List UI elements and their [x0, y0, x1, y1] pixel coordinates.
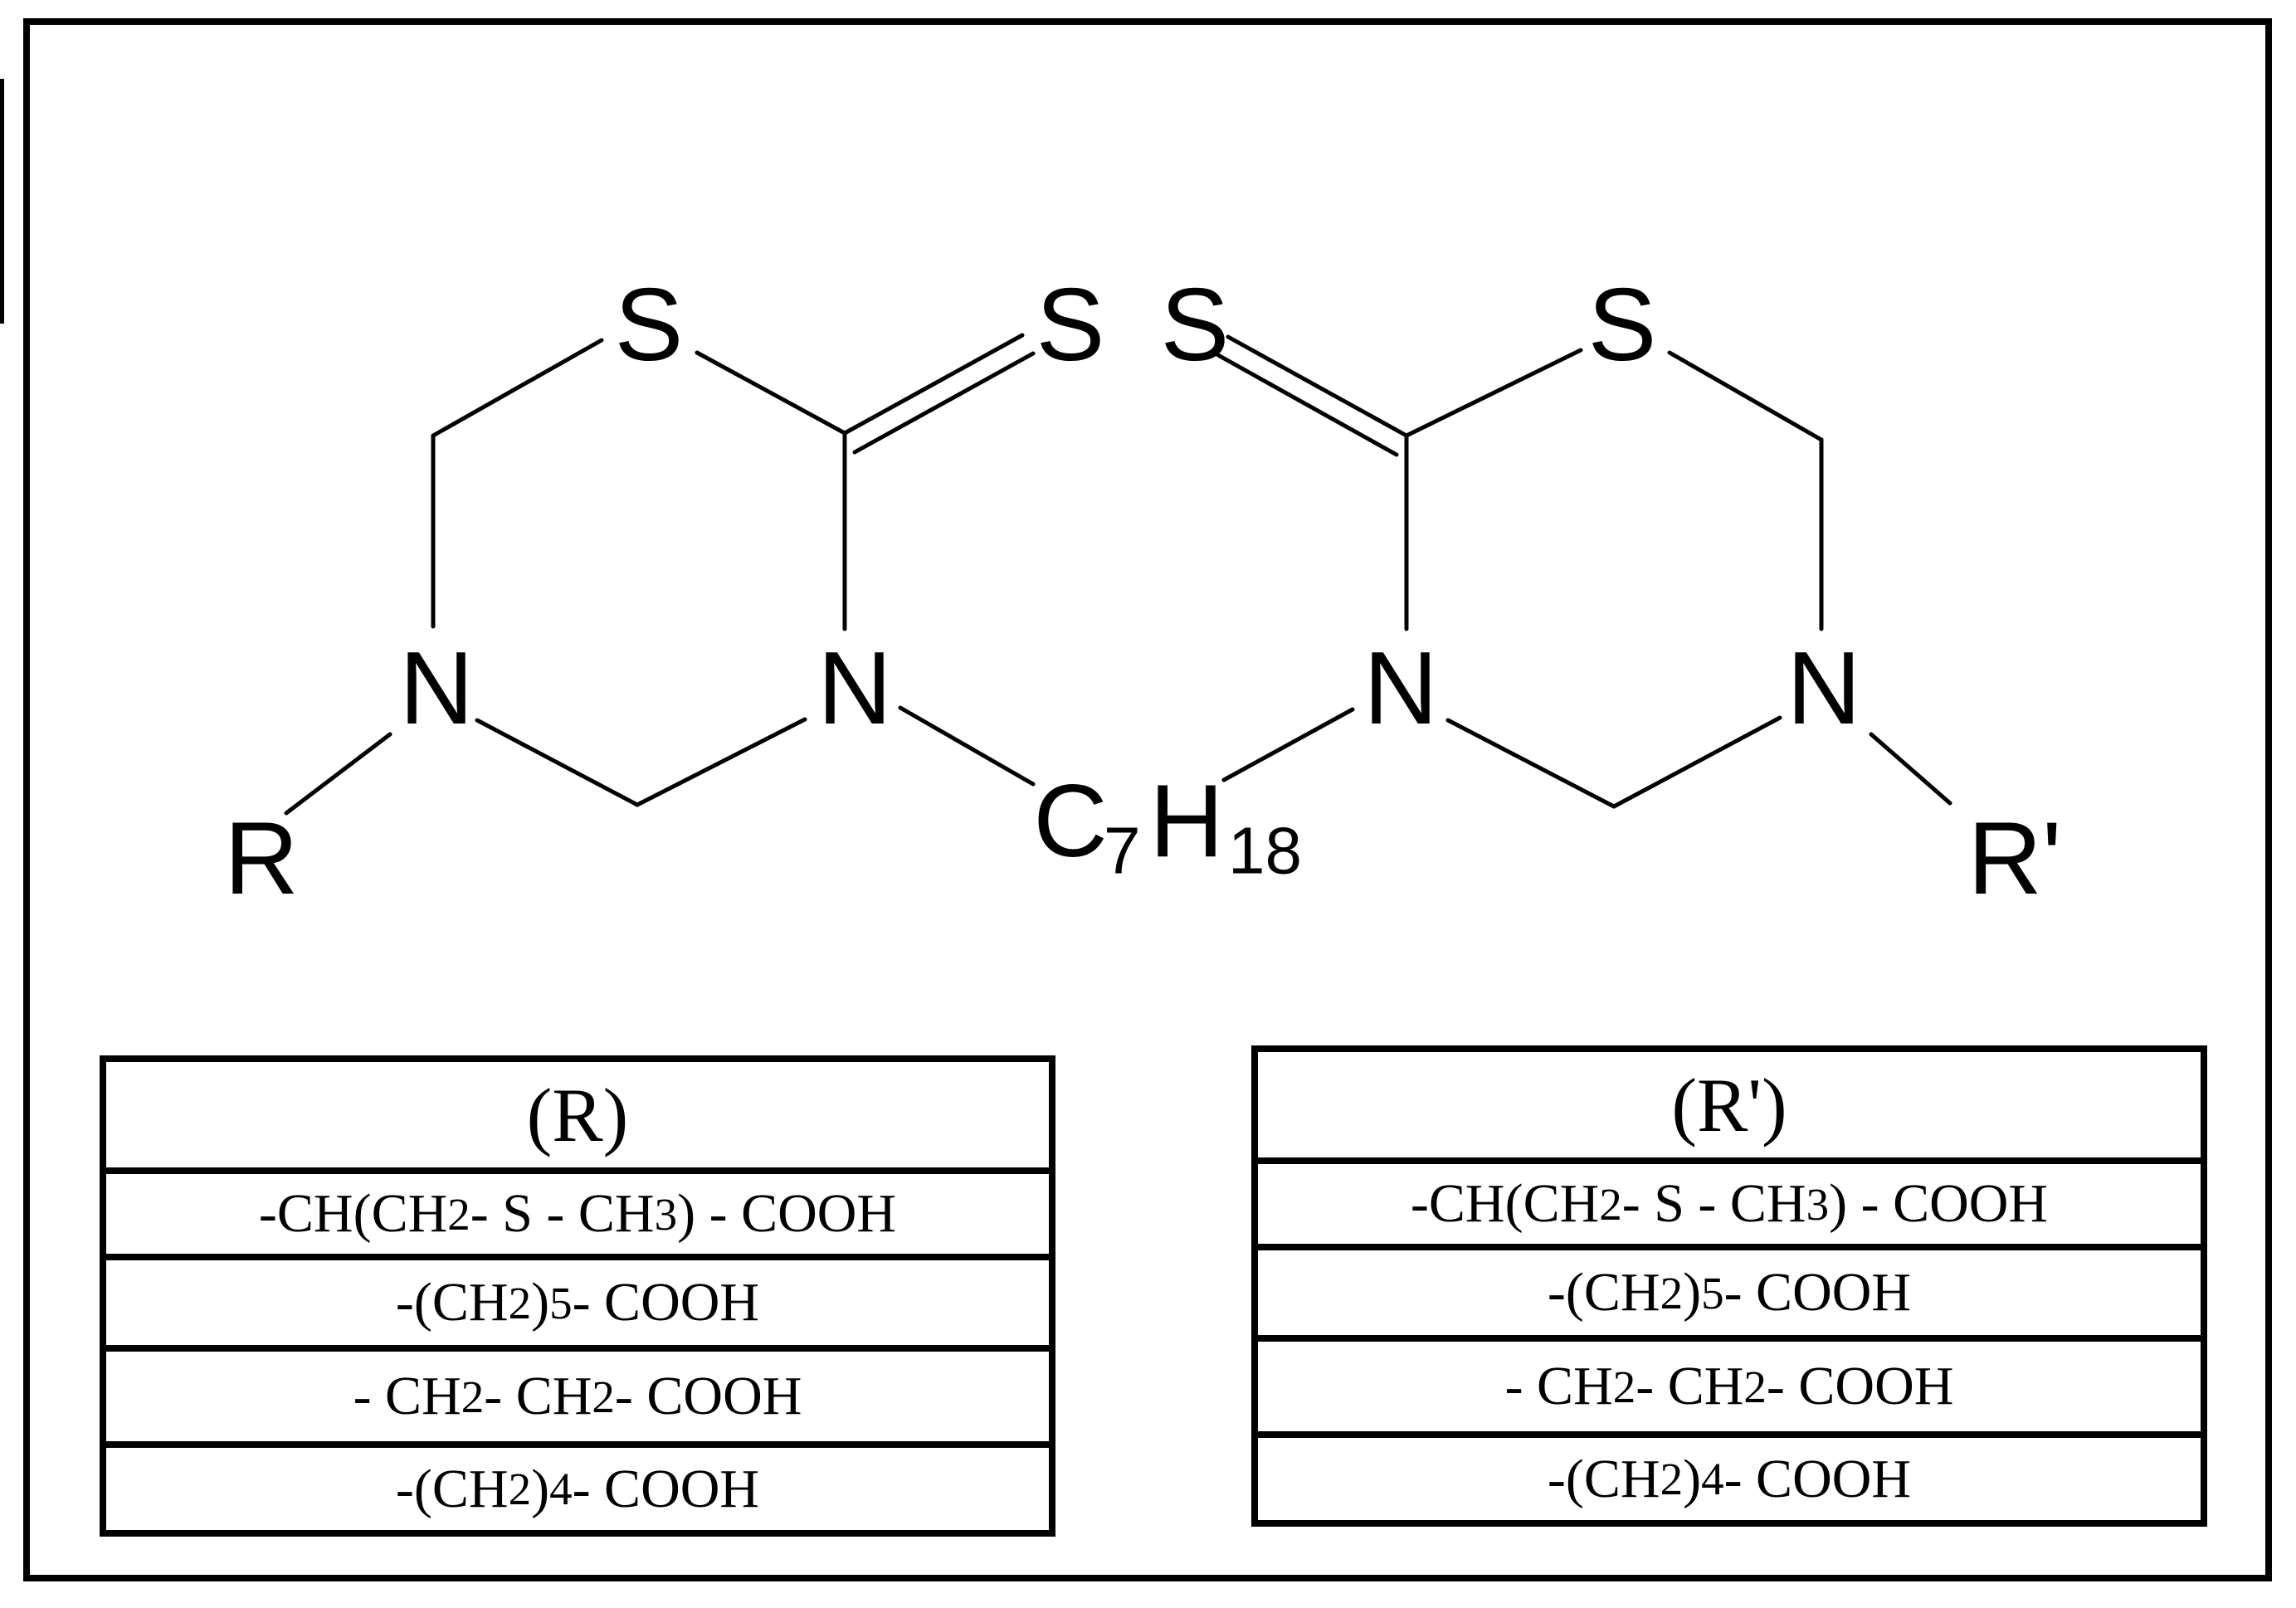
bond-left-s-c2 [695, 350, 847, 436]
left-thione-sulfur: S [1036, 268, 1105, 383]
r-table-header: (R) [526, 1072, 629, 1157]
linker-formula: C [1033, 764, 1108, 879]
left-n-linked: N [817, 631, 892, 746]
right-thione-sulfur: S [1161, 268, 1230, 383]
bond-right-c2-thione-a [1226, 334, 1409, 438]
left-substituent-r: R [224, 802, 299, 916]
bond-left-c2-thione-a [842, 333, 1025, 436]
figure-frame [23, 18, 2272, 1581]
bond-right-c6-s1 [1667, 350, 1824, 442]
right-ring-sulfur: S [1588, 268, 1657, 383]
chemical-structure: S S N N R C 7 H 18 S S N N R' [224, 268, 2061, 916]
scan-edge-line [0, 79, 4, 324]
linker-hydrogen: H [1149, 764, 1224, 879]
right-n-linked: N [1363, 631, 1438, 746]
right-substituent-r-prime: R' [1967, 802, 2061, 916]
bond-left-c6-s1 [431, 338, 604, 438]
bond-left-n5-r [284, 732, 392, 816]
bond-right-n3-c4 [1445, 718, 1616, 809]
r-prime-table-header: (R') [1671, 1062, 1787, 1148]
right-n-substituted: N [1787, 631, 1861, 746]
bond-right-c4-n5 [1611, 715, 1782, 809]
bond-left-c2-thione-b [852, 351, 1036, 455]
bond-right-n5-r [1869, 732, 1952, 806]
bond-left-n3-linker [898, 705, 1036, 787]
left-n-substituted: N [399, 631, 474, 746]
bond-left-c4-n5 [475, 718, 640, 807]
bond-right-n3-linker [1221, 707, 1355, 782]
linker-carbon-count: 7 [1104, 814, 1141, 888]
bond-right-s-c2 [1404, 348, 1583, 438]
left-ring-sulfur: S [615, 268, 684, 383]
linker-carbon: C [1033, 764, 1108, 879]
linker-hydrogen-count: 18 [1228, 814, 1302, 888]
bond-left-n3-c4 [635, 717, 807, 807]
bond-right-c2-thione-b [1216, 353, 1399, 457]
